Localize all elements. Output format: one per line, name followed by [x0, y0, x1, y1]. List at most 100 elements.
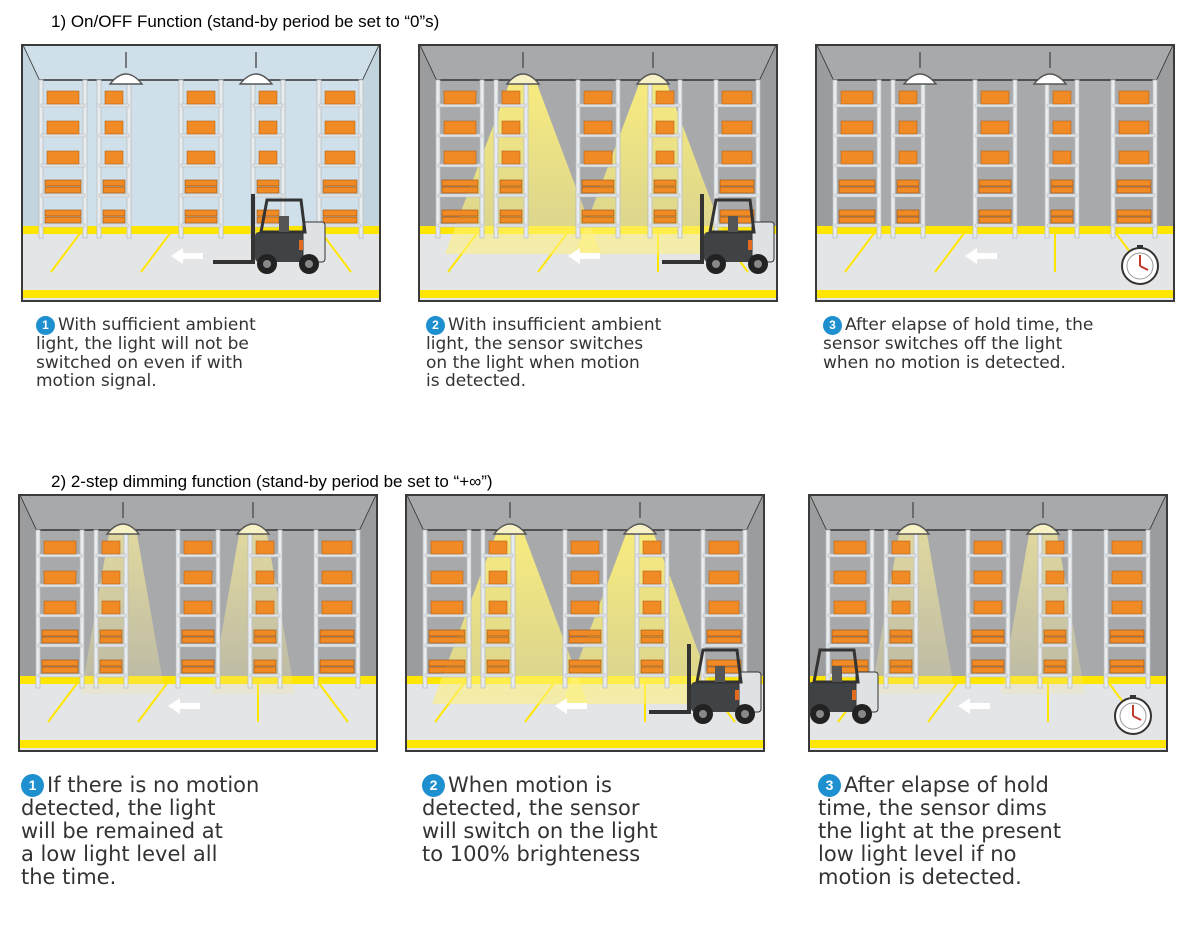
brick-stack — [569, 630, 601, 636]
box — [105, 91, 123, 104]
forklift-hub — [263, 260, 271, 268]
rack-shelf — [38, 644, 82, 647]
rack-post — [436, 80, 440, 238]
rack-shelf — [96, 584, 126, 587]
brick-stack — [185, 217, 217, 223]
rack-post — [39, 80, 43, 238]
rack-shelf — [483, 584, 513, 587]
rack-shelf — [181, 224, 221, 227]
box — [102, 541, 120, 554]
box — [974, 601, 1002, 614]
left-wall — [20, 496, 36, 690]
brick-stack — [182, 667, 214, 673]
forklift-hub — [712, 260, 720, 268]
brick-stack — [254, 630, 276, 636]
rack-shelf — [1047, 194, 1077, 197]
rack-shelf — [650, 164, 680, 167]
box — [44, 541, 76, 554]
brick-stack — [654, 217, 676, 223]
rack-shelf — [968, 584, 1008, 587]
forklift-hub — [305, 260, 313, 268]
brick-stack — [1051, 210, 1073, 216]
box — [584, 91, 612, 104]
box — [47, 121, 79, 134]
forklift-hub — [699, 710, 707, 718]
rack-shelf — [319, 104, 361, 107]
rack-shelf — [250, 554, 280, 557]
brick-stack — [100, 630, 122, 636]
brick-stack — [185, 187, 217, 193]
brick-stack — [1051, 187, 1073, 193]
brick-stack — [1110, 660, 1144, 666]
brick-stack — [45, 210, 81, 216]
box — [571, 601, 599, 614]
caption-text: With sufficient ambient light, the light… — [36, 315, 256, 391]
box — [981, 91, 1009, 104]
brick-stack — [320, 637, 354, 643]
rack-shelf — [565, 614, 605, 617]
box — [259, 91, 277, 104]
step-number-badge: 2 — [426, 316, 445, 335]
brick-stack — [1117, 187, 1151, 193]
rack-post — [973, 80, 977, 238]
brick-stack — [1110, 630, 1144, 636]
rack-shelf — [438, 194, 482, 197]
rack-post — [127, 80, 131, 238]
warehouse-scene-2-3 — [808, 494, 1168, 752]
brick-stack — [1110, 637, 1144, 643]
brick-stack — [103, 180, 125, 186]
forklift-hub — [741, 710, 749, 718]
rack-post — [524, 80, 528, 238]
rack-shelf — [968, 554, 1008, 557]
rack-shelf — [828, 644, 872, 647]
rack-shelf — [425, 614, 469, 617]
brick-stack — [487, 637, 509, 643]
brick-stack — [654, 210, 676, 216]
rack-post — [756, 80, 760, 238]
brick-stack — [641, 630, 663, 636]
caption-1-1: 1With sufficient ambient light, the ligh… — [36, 316, 376, 391]
timer-crown — [1137, 245, 1143, 249]
rack-shelf — [703, 614, 745, 617]
rack-shelf — [1106, 554, 1148, 557]
right-wall — [360, 496, 376, 690]
box — [489, 571, 507, 584]
rack-shelf — [99, 104, 129, 107]
box — [325, 91, 355, 104]
yellow-stripe — [18, 740, 378, 748]
rack-shelf — [496, 104, 526, 107]
rack-shelf — [99, 134, 129, 137]
rack-shelf — [968, 614, 1008, 617]
brick-stack — [1044, 667, 1066, 673]
caption-text: After elapse of hold time, the sensor sw… — [823, 315, 1093, 373]
box — [1119, 91, 1149, 104]
brick-stack — [1117, 210, 1151, 216]
rack-shelf — [1113, 104, 1155, 107]
rack-shelf — [1113, 164, 1155, 167]
brick-stack — [839, 180, 875, 186]
rack-post — [480, 80, 484, 238]
brick-stack — [487, 660, 509, 666]
rack-shelf — [178, 674, 218, 677]
rack-post — [833, 80, 837, 238]
brick-stack — [890, 630, 912, 636]
rack-post — [317, 80, 321, 238]
rack-shelf — [96, 614, 126, 617]
rack-shelf — [637, 554, 667, 557]
box — [44, 571, 76, 584]
box — [444, 121, 476, 134]
rack-shelf — [578, 104, 618, 107]
rack-shelf — [496, 134, 526, 137]
rack-shelf — [496, 164, 526, 167]
box — [892, 541, 910, 554]
brick-stack — [182, 637, 214, 643]
rack-post — [921, 80, 925, 238]
rack-post — [281, 80, 285, 238]
rack-shelf — [703, 584, 745, 587]
brick-stack — [320, 630, 354, 636]
box — [325, 151, 355, 164]
rack-shelf — [1047, 224, 1077, 227]
rack-shelf — [178, 584, 218, 587]
box — [102, 571, 120, 584]
warehouse-scene-2-2 — [405, 494, 765, 752]
